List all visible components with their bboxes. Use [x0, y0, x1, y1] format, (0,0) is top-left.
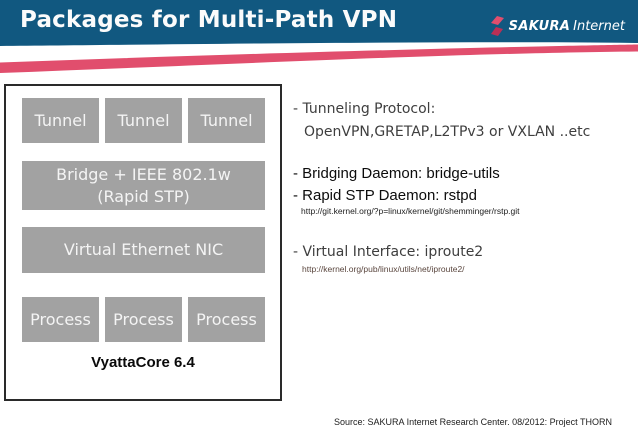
process-box: Process — [22, 297, 99, 342]
slide-title: Packages for Multi-Path VPN — [20, 7, 398, 33]
logo-brand: SAKURA — [508, 19, 571, 34]
bridge-box: Bridge + IEEE 802.1w (Rapid STP) — [22, 161, 265, 210]
process-box: Process — [188, 297, 265, 342]
header-blue-band — [0, 0, 638, 46]
note-bridging-daemon: - Bridging Daemon: bridge-utils — [293, 165, 500, 182]
note-virtual-interface: - Virtual Interface: iproute2 — [293, 244, 484, 260]
sakura-logo-icon — [490, 16, 504, 36]
tunnel-box: Tunnel — [22, 98, 99, 143]
bridge-label-line2: (Rapid STP) — [97, 186, 190, 206]
note-rstp-daemon: - Rapid STP Daemon: rstpd — [293, 187, 477, 204]
rstp-url: http://git.kernel.org/?p=linux/kernel/gi… — [301, 206, 520, 216]
virtual-ethernet-nic-box: Virtual Ethernet NIC — [22, 227, 265, 273]
platform-caption: VyattaCore 6.4 — [91, 354, 195, 371]
bridge-label-line1: Bridge + IEEE 802.1w — [56, 164, 231, 184]
stack-diagram: Tunnel Tunnel Tunnel Bridge + IEEE 802.1… — [4, 84, 282, 401]
tunnel-box: Tunnel — [188, 98, 265, 143]
iproute2-url: http://kernel.org/pub/linux/utils/net/ip… — [302, 264, 465, 274]
header-wave — [0, 0, 638, 73]
process-box: Process — [105, 297, 182, 342]
source-credit: Source: SAKURA Internet Research Center.… — [334, 417, 612, 427]
note-tunneling-protocols: OpenVPN,GRETAP,L2TPv3 or VXLAN ..etc — [304, 124, 591, 140]
header-red-stripe — [0, 44, 638, 73]
logo-suffix: Internet — [573, 19, 625, 34]
note-tunneling-heading: - Tunneling Protocol: — [293, 101, 436, 117]
tunnel-box: Tunnel — [105, 98, 182, 143]
